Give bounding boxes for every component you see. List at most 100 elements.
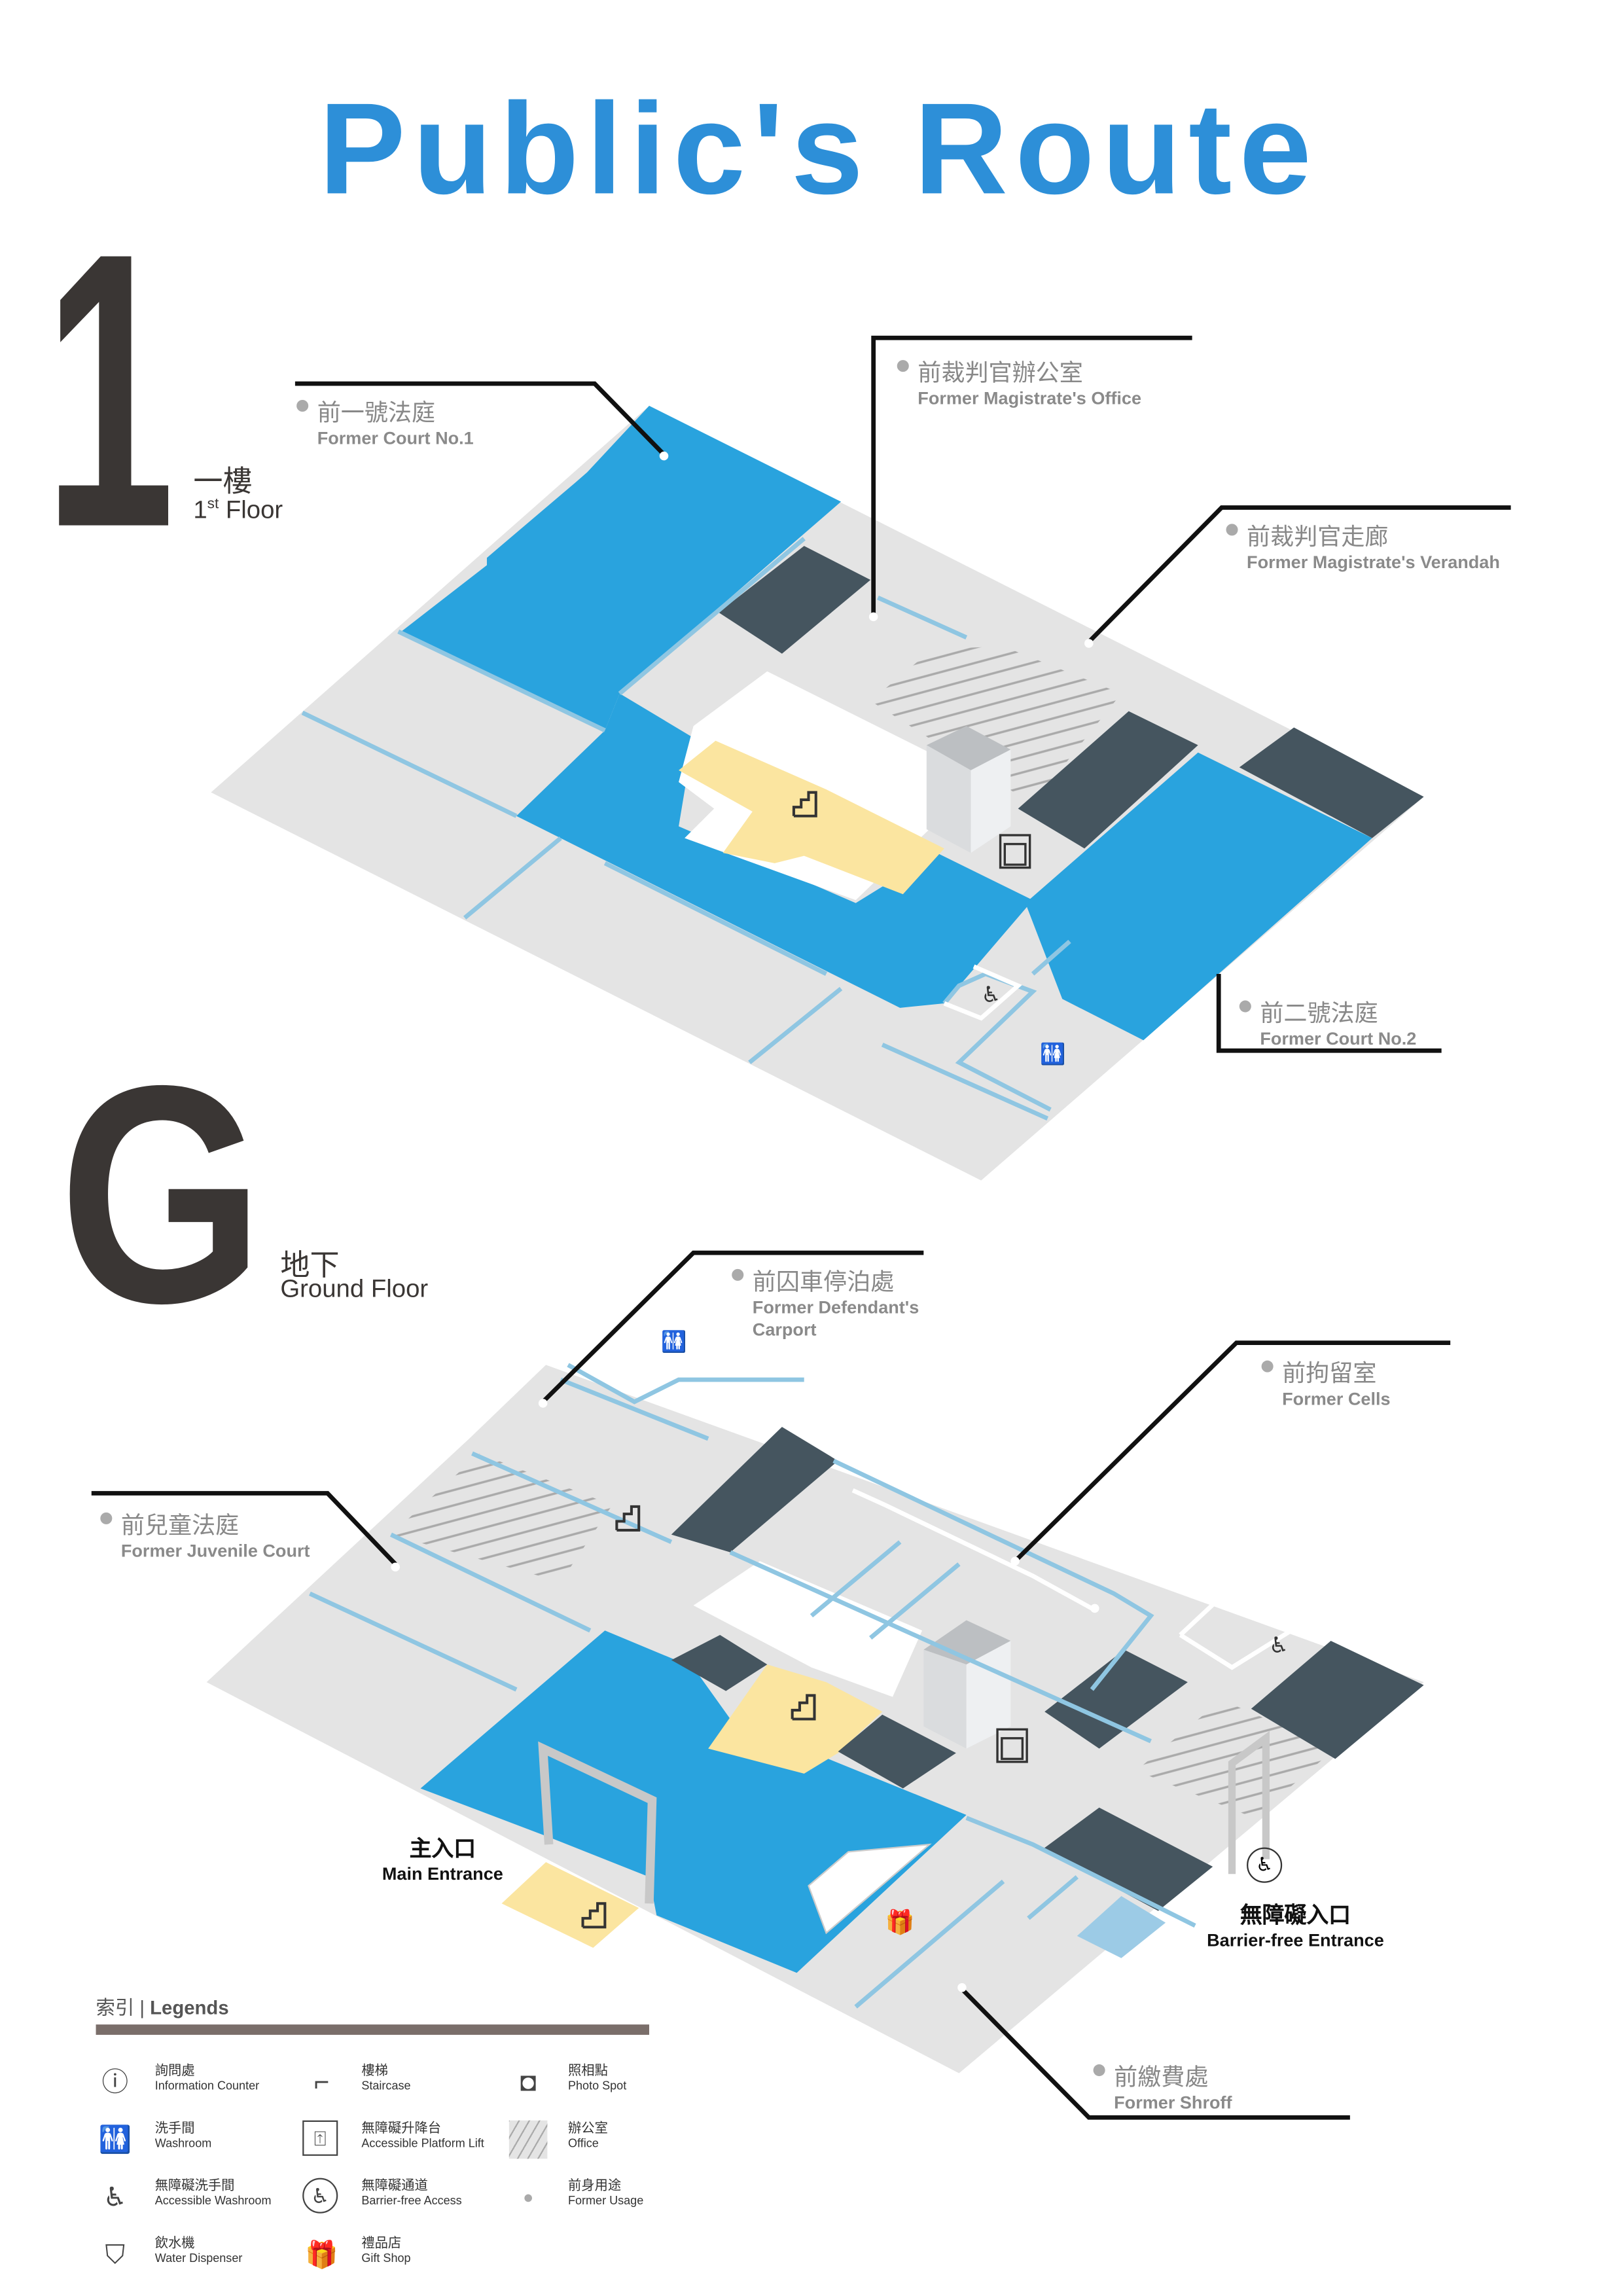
- lift-shaft-side: [923, 1649, 967, 1749]
- platform-lift-icon: ⍐: [302, 2120, 338, 2156]
- legend-label-en: Gift Shop: [361, 2251, 411, 2265]
- barrier-free-icon: ♿: [302, 2178, 338, 2214]
- legend-label-zh: 前身用途: [567, 2178, 622, 2193]
- barrier-free-ramp: [1077, 1896, 1166, 1958]
- legend-label-en: Water Dispenser: [154, 2251, 243, 2265]
- legend-label-zh: 飲水機: [154, 2235, 195, 2251]
- accessible-washroom-icon: ♿: [1268, 1633, 1289, 1659]
- staircase-area: [679, 740, 944, 895]
- office-hatch-icon: [508, 2120, 548, 2159]
- atrium-void: [693, 1561, 923, 1697]
- legend-label-en: Barrier-free Access: [361, 2194, 462, 2208]
- water-icon: ⛉: [105, 2240, 126, 2270]
- legend-label-en: Washroom: [154, 2136, 212, 2150]
- legend-label-zh: 禮品店: [361, 2235, 402, 2251]
- washroom-icon: 🚻: [661, 1329, 687, 1354]
- gift-shop-counter: [808, 1843, 932, 1935]
- legend-label-en: Office: [567, 2136, 599, 2150]
- dark-room: [671, 1427, 838, 1552]
- leader-endpoints: [391, 451, 1099, 1992]
- info-icon: ⓘ: [101, 2067, 129, 2097]
- lift-shaft-side: [966, 1641, 1011, 1749]
- legend-label-en: Staircase: [361, 2079, 411, 2092]
- office-hatched-area: [870, 646, 1122, 804]
- office-hatched-area: [391, 1453, 613, 1582]
- route-court-1: [401, 405, 842, 730]
- first-floor-zh: 一樓: [193, 466, 253, 499]
- legend-label-zh: 詢問處: [154, 2062, 195, 2078]
- first-floor-number: 1: [44, 172, 175, 610]
- leader-lines: [91, 335, 1511, 2120]
- dark-room: [1043, 1807, 1213, 1911]
- dark-room: [718, 546, 871, 654]
- legend-label-zh: 無障礙通道: [361, 2178, 428, 2193]
- legend-label-en: Accessible Washroom: [154, 2194, 272, 2208]
- legend-label-en: Former Usage: [567, 2194, 644, 2208]
- camera-icon: ◘: [520, 2067, 537, 2097]
- gift-icon: 🎁: [305, 2240, 338, 2270]
- legend-label-zh: 辦公室: [567, 2120, 608, 2136]
- barrier-free-icon: ♿: [1247, 1847, 1283, 1883]
- first-floor-en: 1st Floor: [193, 495, 283, 524]
- legend-label-zh: 洗手間: [154, 2120, 195, 2136]
- staircase-icon: ⌐: [313, 2067, 330, 2097]
- dot-icon: ●: [522, 2187, 534, 2208]
- dark-room: [1239, 727, 1424, 838]
- dark-room: [838, 1714, 956, 1789]
- legend-label-zh: 無障礙升降台: [361, 2120, 442, 2136]
- ground-floor-zh: 地下: [280, 1249, 340, 1283]
- platform-lift-icon: [996, 834, 1031, 1763]
- route-court-2: [1025, 752, 1372, 1041]
- dark-room: [671, 1634, 768, 1691]
- lift-shaft-top: [926, 726, 1011, 770]
- legend-label-en: Photo Spot: [567, 2079, 627, 2092]
- legend-label-en: Information Counter: [154, 2079, 260, 2092]
- accessible-washroom-icon: ♿: [981, 982, 1001, 1008]
- legend-label-zh: 照相點: [567, 2062, 608, 2078]
- main-entrance-gate: [538, 1741, 657, 1904]
- lift-shaft-side: [971, 749, 1011, 853]
- washroom-icon: 🚻: [98, 2125, 132, 2155]
- ground-floor-en: Ground Floor: [280, 1274, 429, 1303]
- dark-room: [1251, 1641, 1424, 1759]
- page-title: Public's Route: [319, 75, 1319, 222]
- ground-floor-letter: G: [59, 1021, 264, 1368]
- barrier-free-gate: [1228, 1731, 1270, 1874]
- route-corridor: [516, 693, 1033, 1008]
- washroom-icon: 🚻: [1040, 1041, 1066, 1066]
- lift-shaft-side: [926, 745, 971, 853]
- legend-label-en: Accessible Platform Lift: [361, 2136, 484, 2150]
- legend-title: 索引 | Legends: [96, 1996, 229, 2019]
- accessible-washroom-icon: ♿: [103, 2182, 128, 2212]
- legend-divider: [96, 2024, 649, 2035]
- gift-shop-icon: 🎁: [885, 1910, 915, 1936]
- dark-room: [1044, 1649, 1188, 1749]
- legend-label-zh: 樓梯: [361, 2062, 388, 2078]
- legend-label-zh: 無障礙洗手間: [154, 2178, 235, 2193]
- dark-room: [1018, 711, 1198, 849]
- first-floor-map: [211, 405, 1424, 1181]
- staircase-icon: [581, 791, 817, 1929]
